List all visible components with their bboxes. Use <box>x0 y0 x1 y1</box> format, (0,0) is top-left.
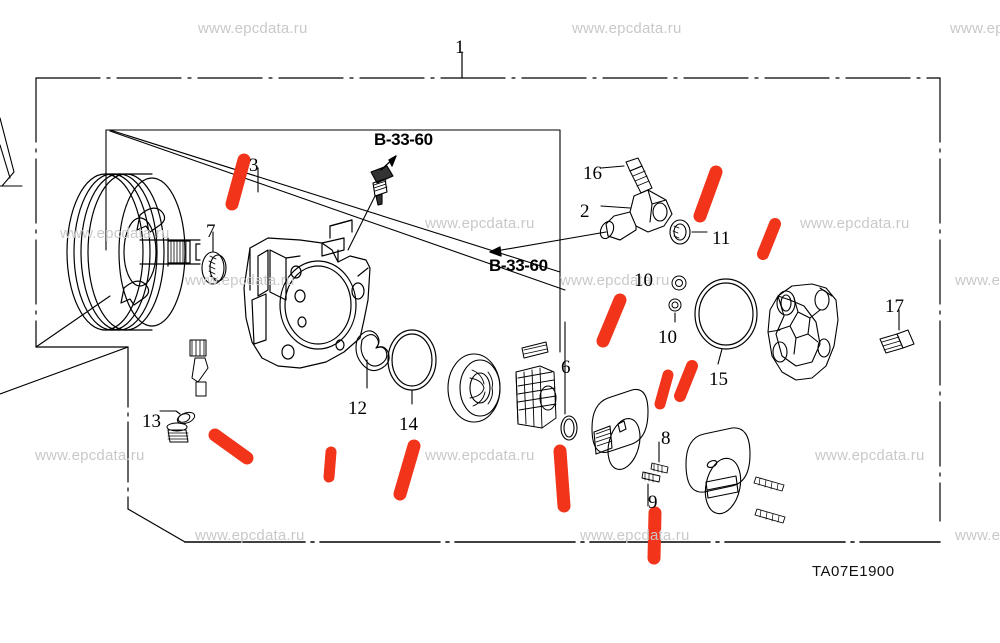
marker-11 <box>647 506 662 565</box>
part-11-seal <box>669 219 691 245</box>
callout-9: 9 <box>648 492 658 513</box>
part-6-snap-ring <box>560 415 578 441</box>
watermark-2: www.epcdata.ru <box>950 20 1000 37</box>
watermark-14: www.epcdata.ru <box>955 527 1000 544</box>
marker-6 <box>654 369 674 410</box>
inner-frame-solid <box>35 346 186 543</box>
callout-12: 12 <box>348 398 367 419</box>
callout-16: 16 <box>583 163 602 184</box>
watermark-7: www.epcdata.ru <box>185 272 295 289</box>
callout-17: 17 <box>885 296 904 317</box>
callout-11: 11 <box>712 228 731 249</box>
callout-2: 2 <box>580 201 590 222</box>
leader-valve-to-body <box>347 195 376 251</box>
leader-arrow-b3360-lower <box>489 231 607 253</box>
part-b3360-upper-valve <box>370 165 394 206</box>
marker-8 <box>323 446 337 483</box>
marker-1 <box>225 153 251 211</box>
pump-cover-body <box>767 283 839 381</box>
watermark-8: www.epcdata.ru <box>560 272 670 289</box>
callout-13: 13 <box>142 411 161 432</box>
part-17-bolt <box>879 329 915 354</box>
marker-3 <box>757 218 781 260</box>
reference-label-0: B-33-60 <box>374 130 433 149</box>
watermark-4: www.epcdata.ru <box>800 215 910 232</box>
callout-6: 6 <box>561 357 571 378</box>
watermark-0: www.epcdata.ru <box>198 20 308 37</box>
part-cam-ring <box>447 353 501 423</box>
part-bushing-right <box>685 427 751 515</box>
perspective-guides <box>0 129 566 395</box>
left-edge-artifact <box>0 117 23 187</box>
watermark-11: www.epcdata.ru <box>815 447 925 464</box>
marker-2 <box>693 165 723 223</box>
marker-7 <box>208 428 254 465</box>
diagram-code: TA07E1900 <box>812 563 895 580</box>
marker-4 <box>596 293 627 348</box>
callout-10a: 10 <box>634 270 653 291</box>
marker-10 <box>553 444 571 513</box>
part-8-bushing-left <box>591 388 649 470</box>
pulley-assembly <box>66 173 201 331</box>
callout-14: 14 <box>399 414 418 435</box>
watermark-9: www.epcdata.ru <box>35 447 145 464</box>
loose-pins-right <box>753 476 786 524</box>
callout-7: 7 <box>206 221 216 242</box>
part-2-pipe-joint <box>599 189 673 241</box>
watermark-12: www.epcdata.ru <box>195 527 305 544</box>
part-7-bearing <box>201 251 227 285</box>
leader-2 <box>600 205 631 209</box>
part-13-plug <box>166 339 209 443</box>
part-16-bolt <box>625 157 653 194</box>
part-10b-oring <box>668 298 682 312</box>
reference-label-1: B-33-60 <box>489 256 548 275</box>
watermark-1: www.epcdata.ru <box>572 20 682 37</box>
part-10a-oring <box>671 275 687 291</box>
watermark-3: www.epcdata.ru <box>425 215 535 232</box>
pump-housing-body <box>243 219 371 369</box>
part-15-oring <box>694 278 758 350</box>
callout-1: 1 <box>455 37 465 58</box>
leader-16 <box>600 165 625 169</box>
watermark-6: www.epcdata.ru <box>955 272 1000 289</box>
part-8-pin <box>650 462 669 474</box>
callout-3: 3 <box>249 155 259 176</box>
part-9-pin <box>641 471 661 483</box>
marker-5 <box>674 360 698 402</box>
leader-15 <box>717 348 723 365</box>
part-rotor-vanes <box>515 341 557 429</box>
callout-10b: 10 <box>658 327 677 348</box>
marker-9 <box>393 439 421 501</box>
watermark-13: www.epcdata.ru <box>580 527 690 544</box>
watermark-5: www.epcdata.ru <box>60 225 170 242</box>
callout-8: 8 <box>661 428 671 449</box>
outer-frame <box>35 77 941 522</box>
callout-15: 15 <box>709 369 728 390</box>
watermark-10: www.epcdata.ru <box>425 447 535 464</box>
